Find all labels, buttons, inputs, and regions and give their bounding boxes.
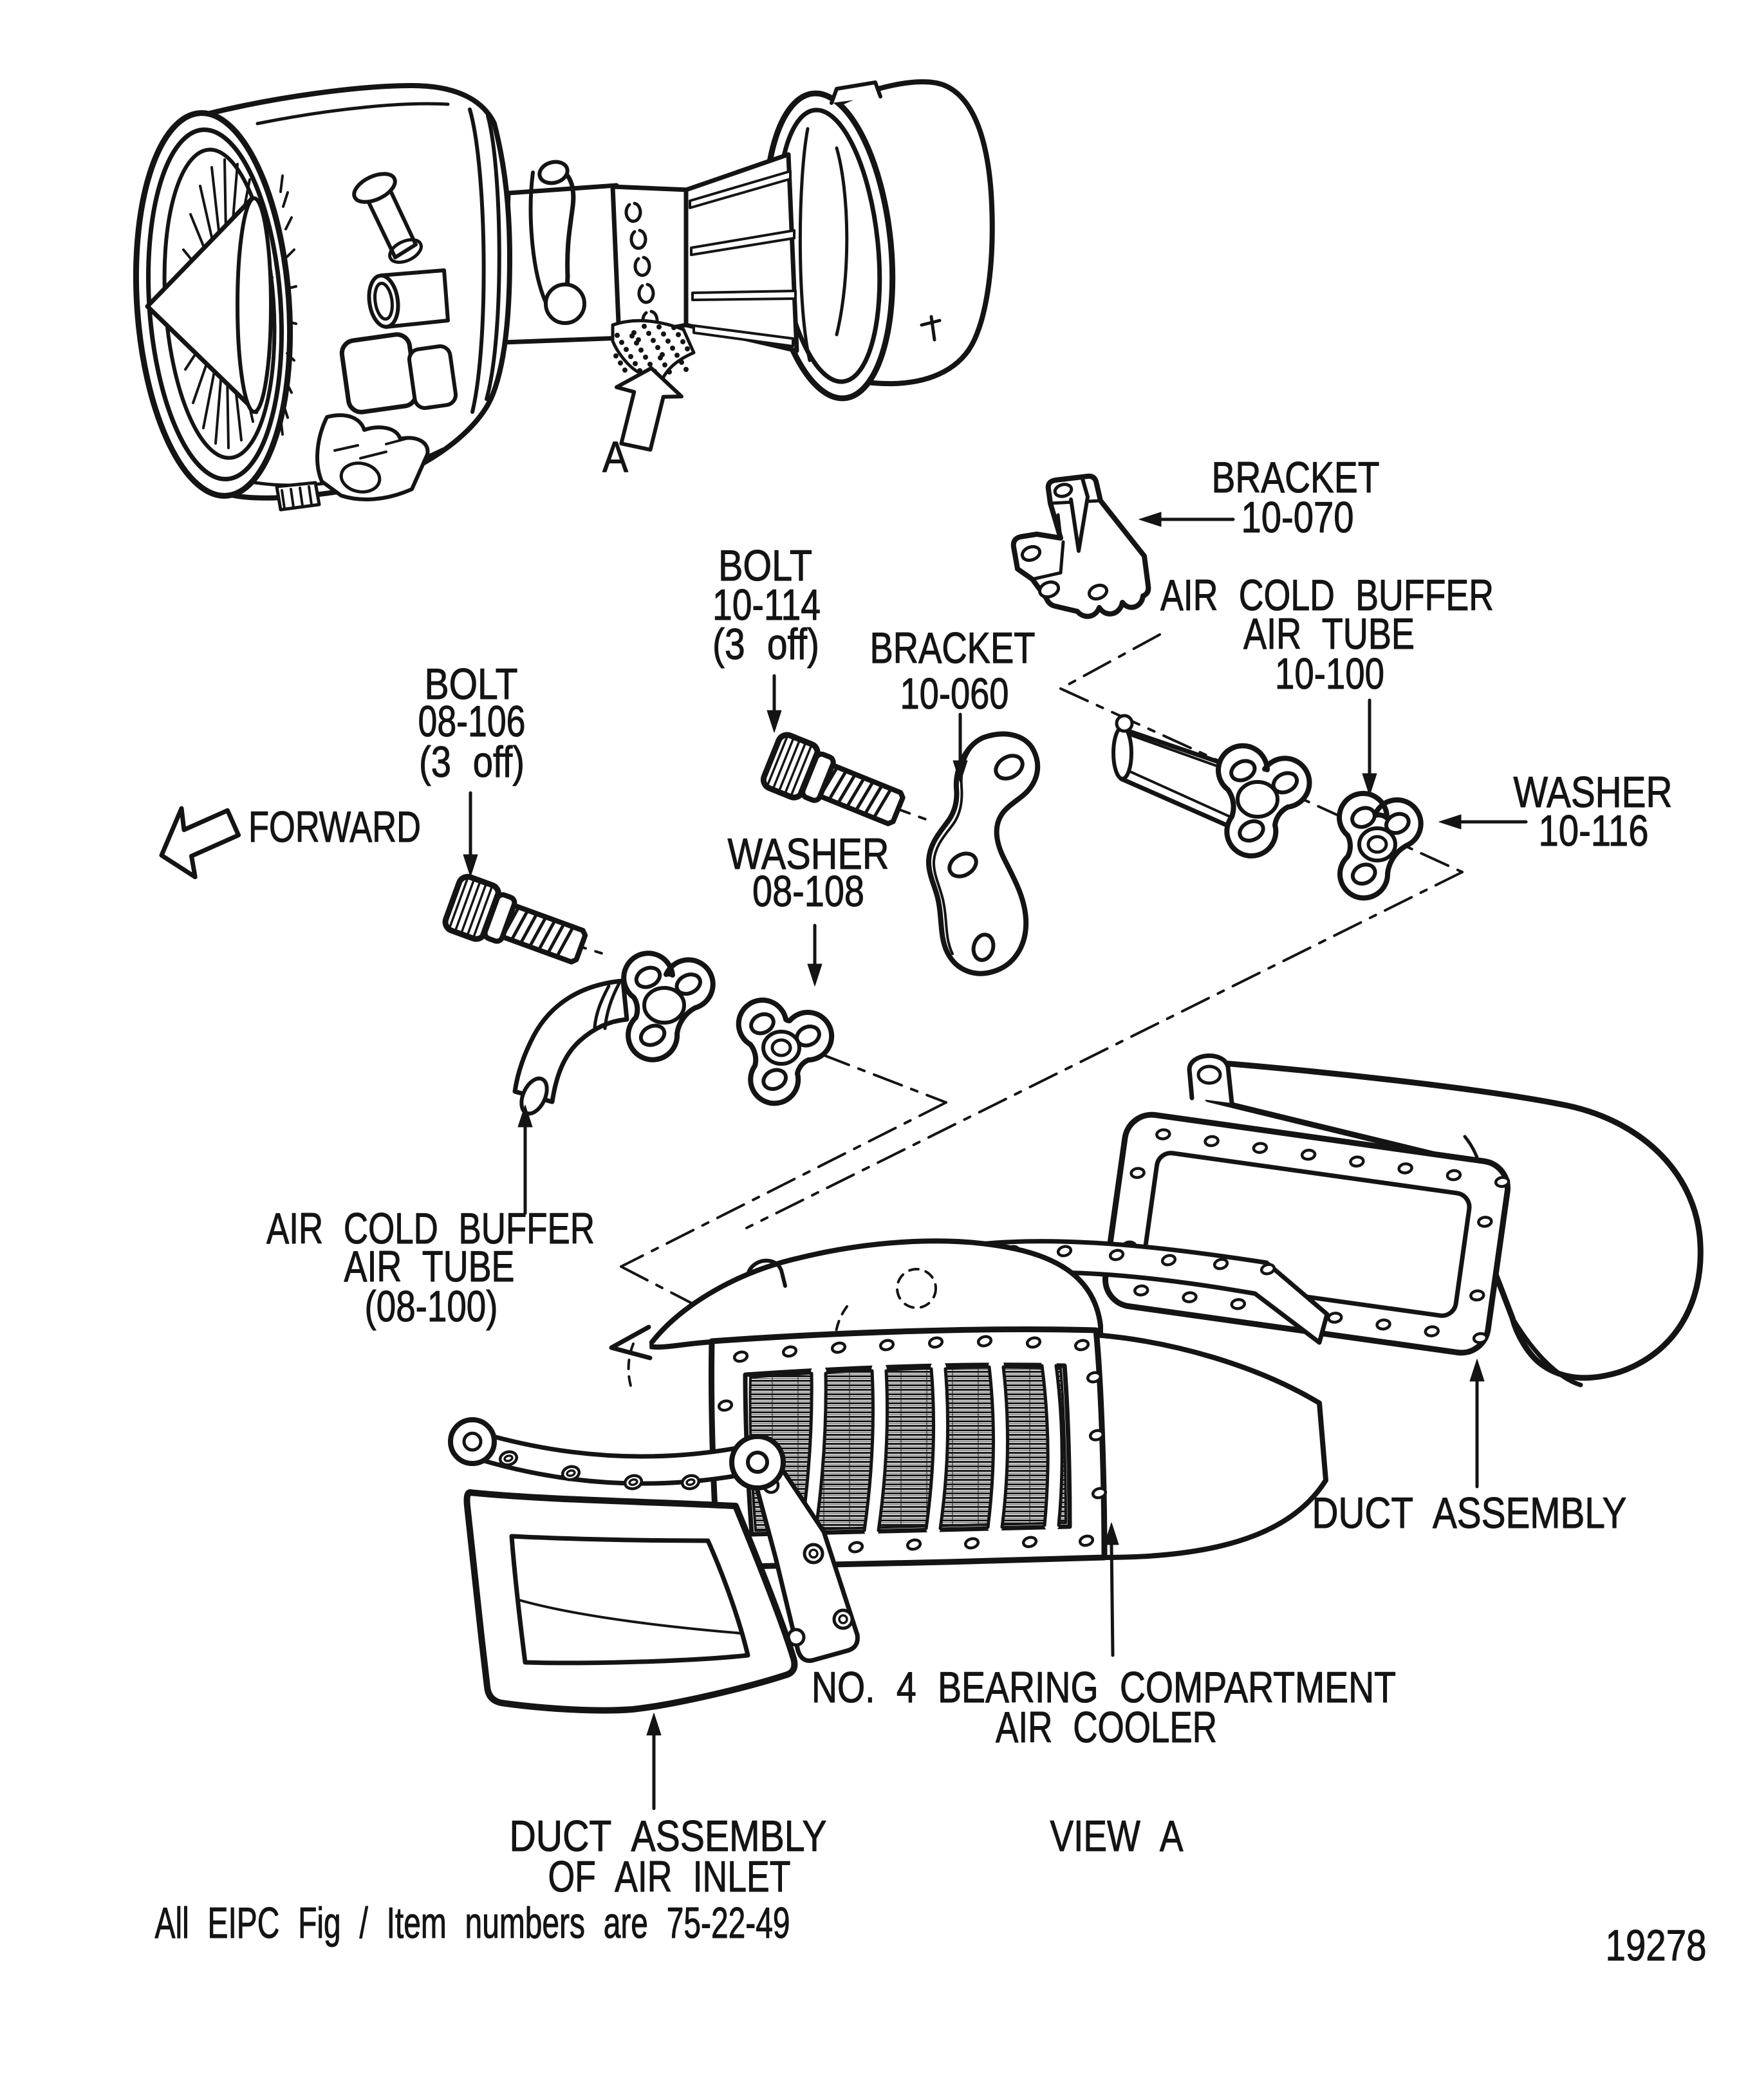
svg-text:BOLT: BOLT	[718, 541, 812, 590]
svg-text:AIR COOLER: AIR COOLER	[996, 1703, 1217, 1752]
svg-text:All EIPC Fig / Item numbers ar: All EIPC Fig / Item numbers are 75-22-49	[155, 1899, 790, 1947]
svg-text:(08-100): (08-100)	[365, 1282, 498, 1331]
svg-text:(3 off): (3 off)	[712, 620, 819, 669]
svg-text:WASHER: WASHER	[1514, 768, 1673, 817]
svg-text:DUCT ASSEMBLY: DUCT ASSEMBLY	[510, 1812, 827, 1861]
svg-text:A: A	[602, 432, 629, 481]
svg-text:NO. 4 BEARING COMPARTMENT: NO. 4 BEARING COMPARTMENT	[812, 1663, 1396, 1712]
svg-text:AIR COLD BUFFER: AIR COLD BUFFER	[1160, 571, 1494, 620]
svg-text:AIR COLD BUFFER: AIR COLD BUFFER	[266, 1204, 595, 1253]
svg-text:08-108: 08-108	[752, 867, 864, 916]
svg-text:10-060: 10-060	[900, 669, 1009, 718]
svg-text:WASHER: WASHER	[728, 830, 889, 878]
svg-text:(3 off): (3 off)	[419, 738, 525, 786]
svg-text:BRACKET: BRACKET	[870, 624, 1036, 673]
svg-text:08-106: 08-106	[418, 697, 526, 746]
svg-text:VIEW A: VIEW A	[1050, 1812, 1184, 1861]
svg-text:FORWARD: FORWARD	[248, 803, 421, 851]
svg-text:AIR TUBE: AIR TUBE	[344, 1242, 515, 1291]
svg-text:BOLT: BOLT	[425, 660, 518, 709]
svg-text:BRACKET: BRACKET	[1212, 453, 1380, 502]
svg-text:DUCT ASSEMBLY: DUCT ASSEMBLY	[1312, 1489, 1627, 1538]
svg-text:19278: 19278	[1606, 1921, 1707, 1970]
svg-text:AIR TUBE: AIR TUBE	[1243, 609, 1415, 658]
svg-text:10-116: 10-116	[1539, 806, 1649, 855]
svg-text:OF AIR INLET: OF AIR INLET	[548, 1852, 791, 1901]
svg-text:10-114: 10-114	[712, 581, 821, 629]
svg-text:10-070: 10-070	[1241, 493, 1354, 542]
svg-text:10-100: 10-100	[1275, 649, 1384, 698]
